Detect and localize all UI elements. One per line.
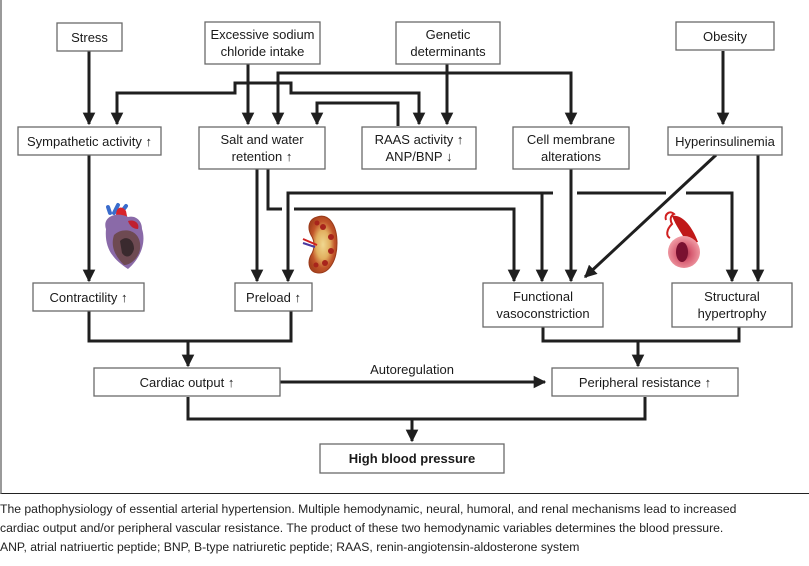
node-sodium-intake: Excessive sodium chloride intake [204, 21, 321, 65]
edge-to-high-bp [186, 397, 647, 441]
node-salt-water-retention: Salt and water retention ↑ [198, 126, 326, 170]
figure-caption: The pathophysiology of essential arteria… [0, 500, 809, 557]
autoregulation-label: Autoregulation [370, 362, 454, 377]
edge-contract-preload-cardiac [87, 311, 293, 366]
node-label: Peripheral resistance ↑ [579, 375, 711, 390]
diagram-frame [0, 0, 809, 494]
node-label: Genetic [426, 27, 471, 42]
node-label: retention ↑ [232, 149, 293, 164]
node-label: alterations [541, 149, 601, 164]
edge-functional-structural-peripheral [541, 327, 741, 366]
node-label: hypertrophy [698, 306, 767, 321]
node-cardiac-output: Cardiac output ↑ [93, 367, 281, 397]
heart-illustration [105, 203, 144, 269]
blood-vessel-illustration [664, 211, 700, 268]
node-sympathetic-activity: Sympathetic activity ↑ [17, 126, 162, 156]
node-cell-membrane: Cell membrane alterations [512, 126, 630, 170]
node-contractility: Contractility ↑ [32, 282, 145, 312]
node-label: determinants [410, 44, 486, 59]
node-functional-vasoconstriction: Functional vasoconstriction [482, 282, 604, 328]
node-label: Salt and water [220, 132, 304, 147]
edge-saltwater-functional [266, 169, 514, 281]
node-label: Contractility ↑ [49, 290, 127, 305]
node-structural-hypertrophy: Structural hypertrophy [671, 282, 793, 328]
node-label: Excessive sodium [210, 27, 314, 42]
node-stress: Stress [56, 22, 123, 52]
caption-line: cardiac output and/or peripheral vascula… [0, 521, 724, 535]
edge-genetic-saltwater [271, 71, 447, 126]
node-label: Hyperinsulinemia [675, 134, 775, 149]
edge-genetic-cellmembrane [447, 71, 578, 126]
kidney-illustration [302, 215, 338, 274]
node-high-blood-pressure: High blood pressure [319, 443, 505, 474]
edge-bus-structural [577, 191, 732, 281]
caption-line: ANP, atrial natriuertic peptide; BNP, B-… [0, 540, 580, 554]
edge-raas-saltwater [310, 101, 400, 126]
edge-bus-preload [281, 191, 553, 283]
node-label: vasoconstriction [496, 306, 589, 321]
node-label: Stress [71, 30, 108, 45]
flow-diagram: Stress Excessive sodium chloride intake … [17, 21, 793, 474]
node-genetic-determinants: Genetic determinants [395, 21, 501, 65]
node-label: ANP/BNP ↓ [386, 149, 453, 164]
node-label: Preload ↑ [246, 290, 301, 305]
edge-hyperinsulinemia-functional [583, 153, 718, 279]
connectors [82, 51, 765, 441]
node-label: High blood pressure [349, 451, 475, 466]
node-label: chloride intake [221, 44, 305, 59]
node-peripheral-resistance: Peripheral resistance ↑ [551, 367, 739, 397]
node-preload: Preload ↑ [234, 282, 313, 312]
node-label: Sympathetic activity ↑ [27, 134, 152, 149]
node-label: Functional [513, 289, 573, 304]
caption-line: The pathophysiology of essential arteria… [0, 502, 737, 516]
node-hyperinsulinemia: Hyperinsulinemia [667, 126, 783, 156]
node-label: Cardiac output ↑ [140, 375, 235, 390]
node-raas-activity: RAAS activity ↑ ANP/BNP ↓ [361, 126, 477, 170]
node-obesity: Obesity [675, 21, 775, 51]
edge-sodium-sympathetic [110, 81, 248, 126]
node-label: RAAS activity ↑ [375, 132, 464, 147]
node-label: Obesity [703, 29, 748, 44]
node-label: Structural [704, 289, 760, 304]
node-label: Cell membrane [527, 132, 615, 147]
